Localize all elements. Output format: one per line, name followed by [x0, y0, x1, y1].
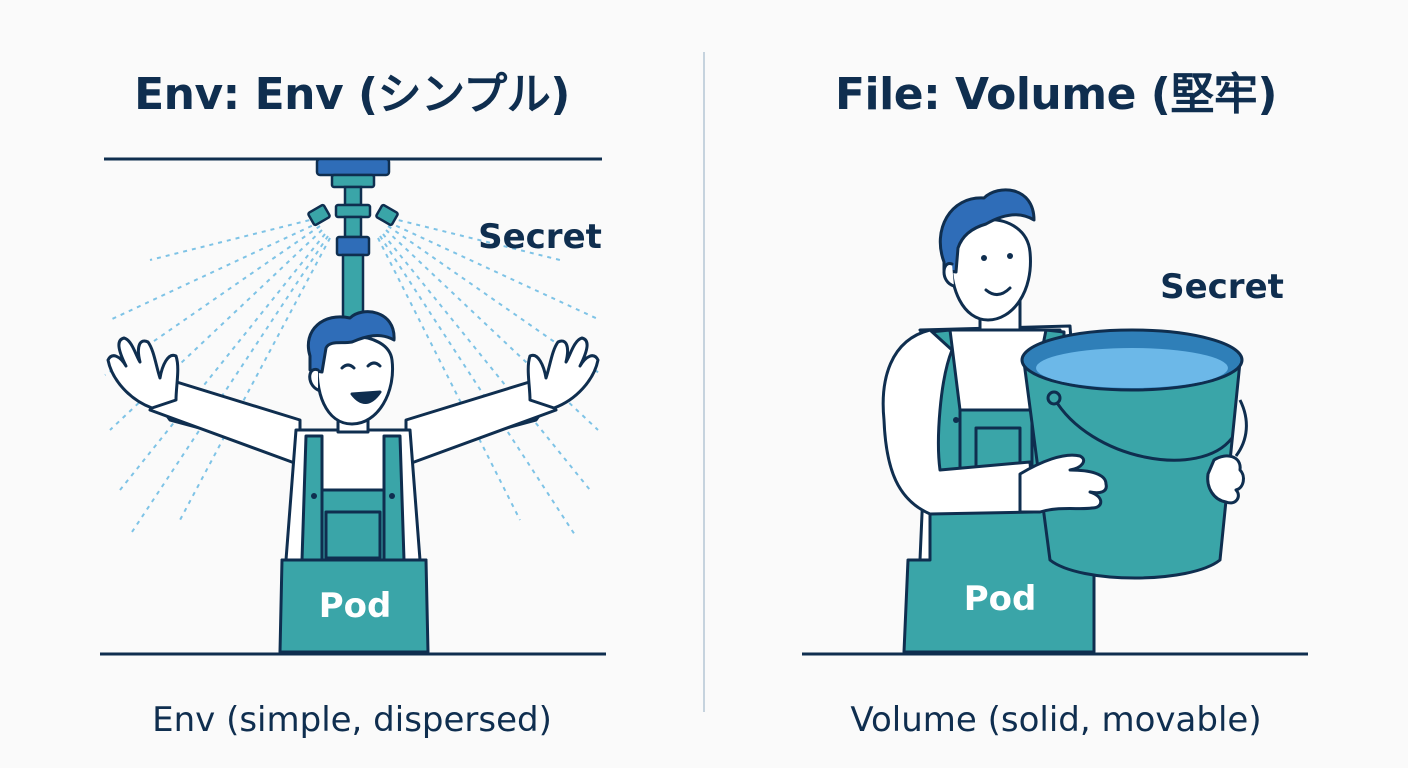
right-panel-title: File: Volume (堅牢)	[835, 69, 1277, 120]
worker-icon	[106, 310, 600, 654]
left-pod-label: Pod	[319, 586, 392, 626]
left-secret-label: Secret	[478, 217, 602, 257]
right-pod-label: Pod	[964, 579, 1037, 619]
shower-head-icon	[307, 157, 399, 327]
right-panel-caption: Volume (solid, movable)	[850, 700, 1262, 740]
left-panel-title: Env: Env (シンプル)	[134, 69, 570, 120]
right-secret-label: Secret	[1160, 267, 1284, 307]
right-panel: Secret Pod	[802, 188, 1308, 656]
left-panel-caption: Env (simple, dispersed)	[152, 700, 552, 740]
bucket-icon	[1018, 328, 1248, 580]
left-panel: Secret Pod	[100, 157, 606, 656]
